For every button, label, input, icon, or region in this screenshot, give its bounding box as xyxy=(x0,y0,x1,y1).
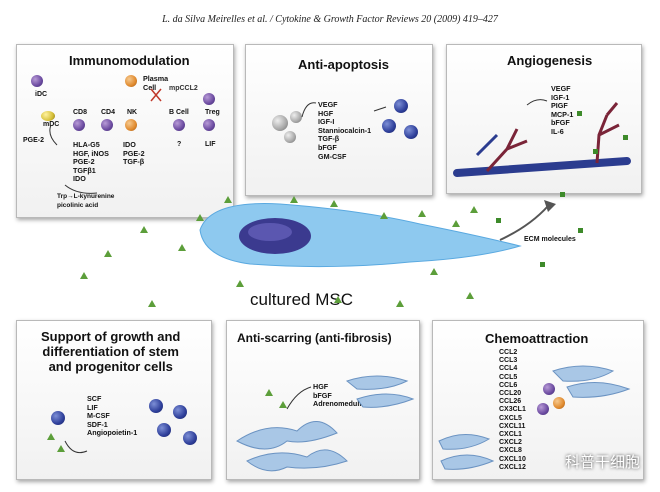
b-cell-label: B Cell xyxy=(169,109,189,116)
plasma-cell-label: Plasma Cell xyxy=(143,74,169,92)
factor-triangle xyxy=(418,210,426,217)
cd4-cell xyxy=(101,119,113,131)
progenitor-cell xyxy=(173,405,187,419)
rescued-cell xyxy=(404,125,418,139)
factor-triangle xyxy=(140,226,148,233)
panel-angiogenesis: Angiogenesis VEGF IGF-1 PIGF MCP-1 bFGF … xyxy=(446,44,642,194)
factor-triangle xyxy=(396,300,404,307)
factor-triangle xyxy=(334,296,342,303)
mdc-label: mDC xyxy=(43,121,60,128)
factor-triangle xyxy=(265,389,273,396)
b-cell xyxy=(173,119,185,131)
chemoattraction-factors: CCL2 CCL3 CCL4 CCL5 CCL6 CCL20 CCL26 CX3… xyxy=(499,349,526,471)
treg-cell-2 xyxy=(203,119,215,131)
panel-immunomodulation: Immunomodulation iDC mDC PGE-2 CD8 CD4 N… xyxy=(16,44,234,218)
factor-triangle xyxy=(470,206,478,213)
factor-triangle xyxy=(148,300,156,307)
panel-support: Support of growth and differentiation of… xyxy=(16,320,212,480)
factor-triangle xyxy=(290,196,298,203)
factor-triangle xyxy=(236,280,244,287)
rescued-cell xyxy=(394,99,408,113)
trp-label: Trp→L-kynurenine picolinic acid xyxy=(57,193,115,209)
cd8-factors: HLA-G5 HGF, iNOS PGE-2 TGFβ1 IDO xyxy=(73,140,109,184)
factor-triangle xyxy=(80,272,88,279)
apoptotic-cell xyxy=(272,115,288,131)
factor-triangle xyxy=(104,250,112,257)
rescued-cell xyxy=(382,119,396,133)
panel-title: Chemoattraction xyxy=(485,331,589,346)
cd8-cell xyxy=(73,119,85,131)
pge2-left-label: PGE-2 xyxy=(23,137,45,144)
citation: L. da Silva Meirelles et al. / Cytokine … xyxy=(162,14,498,25)
progenitor-cell xyxy=(51,411,65,425)
cd8-label: CD8 xyxy=(73,109,88,116)
ecm-square xyxy=(540,262,545,267)
fibroblasts xyxy=(236,375,415,472)
ecm-square xyxy=(496,218,501,223)
ecm-square xyxy=(593,149,598,154)
ccl2-label: mpCCL2 xyxy=(169,85,198,92)
factor-triangle xyxy=(178,244,186,251)
nk-cell xyxy=(125,119,137,131)
immune-cell xyxy=(543,383,555,395)
nk-label: NK xyxy=(127,109,138,116)
panel-anti-apoptosis: Anti-apoptosis VEGF HGF IGF-I Stanniocal… xyxy=(245,44,433,196)
immune-cell xyxy=(553,397,565,409)
factor-triangle xyxy=(224,196,232,203)
panel-anti-scarring: Anti-scarring (anti-fibrosis) HGF bFGF A… xyxy=(226,320,420,480)
panel-title: Angiogenesis xyxy=(507,53,593,68)
ecm-label: ECM molecules xyxy=(524,236,576,243)
watermark: 科普干细胞 xyxy=(564,453,640,471)
ecm-square xyxy=(560,192,565,197)
panel-title: Anti-scarring (anti-fibrosis) xyxy=(237,331,392,345)
treg-cell xyxy=(203,93,215,105)
factor-triangle xyxy=(47,433,55,440)
progenitor-cell xyxy=(157,423,171,437)
treg-label: Treg xyxy=(205,109,220,116)
panel-title: Support of growth and differentiation of… xyxy=(41,329,181,374)
immune-cell xyxy=(537,403,549,415)
panel-title: Anti-apoptosis xyxy=(298,57,389,72)
factor-triangle xyxy=(279,401,287,408)
apoptotic-cell xyxy=(290,111,302,123)
mdc-cell xyxy=(41,111,55,121)
factor-triangle xyxy=(196,214,204,221)
factor-triangle xyxy=(380,212,388,219)
support-factors: SCF LIF M-CSF SDF-1 Angiopoietin-1 xyxy=(87,394,138,438)
anti-apoptosis-factors: VEGF HGF IGF-I Stanniocalcin-1 TGF-β bFG… xyxy=(318,100,372,161)
anti-apoptosis-arrow xyxy=(301,102,387,118)
cd4-label: CD4 xyxy=(101,109,116,116)
plasma-cell-icon xyxy=(125,75,137,87)
ecm-square xyxy=(577,111,582,116)
ecm-square xyxy=(578,228,583,233)
progenitor-cell xyxy=(183,431,197,445)
factor-triangle xyxy=(452,220,460,227)
angiogenesis-factors: VEGF IGF-1 PIGF MCP-1 bFGF IL-6 xyxy=(551,84,574,136)
progenitor-cell xyxy=(149,399,163,413)
factor-triangle xyxy=(57,445,65,452)
nk-factors: IDO PGE-2 TGF-β xyxy=(123,140,145,167)
factor-triangle xyxy=(466,292,474,299)
idc-cell xyxy=(31,75,43,87)
panel-title: Immunomodulation xyxy=(69,53,190,68)
panel-chemoattraction: Chemoattraction CCL2 CCL3 CCL4 CCL5 CCL6… xyxy=(432,320,644,480)
support-arrow xyxy=(64,440,88,454)
ecm-square xyxy=(623,135,628,140)
factor-triangle xyxy=(430,268,438,275)
b-cell-question: ? xyxy=(177,141,182,148)
apoptotic-cell xyxy=(284,131,296,143)
idc-label: iDC xyxy=(35,91,48,98)
immuno-arrows xyxy=(49,88,162,194)
factor-triangle xyxy=(330,200,338,207)
center-label: cultured MSC xyxy=(250,290,353,309)
migrating-cells xyxy=(438,365,631,470)
treg-lif: LIF xyxy=(205,141,216,148)
